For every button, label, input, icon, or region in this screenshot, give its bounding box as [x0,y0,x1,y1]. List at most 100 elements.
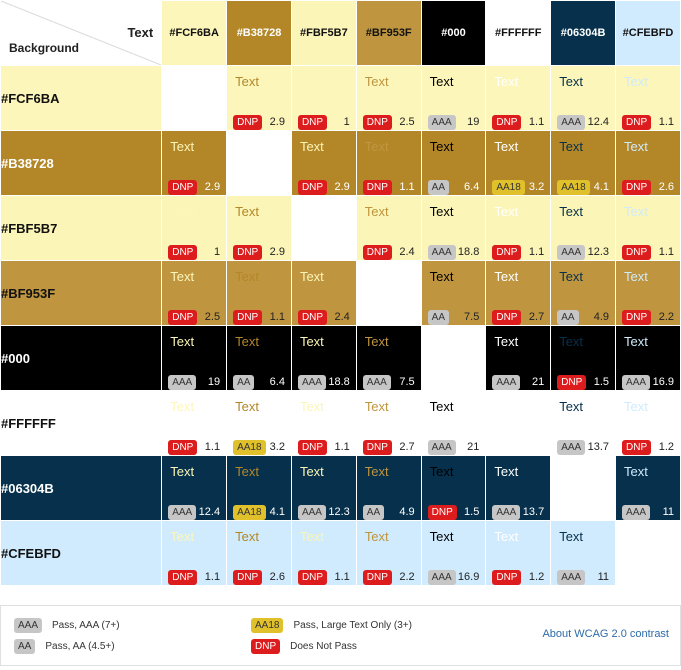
rating-badge: DNP [492,245,522,260]
rating-badge: DNP [168,245,198,260]
rating-badge: AAA [557,570,586,585]
sample-text: Text [170,204,195,219]
background-axis-label: Background [9,41,80,55]
rating-badge: DNP [492,310,522,325]
row-header-bf953f: #BF953F [0,260,163,326]
rating-badge: AAA [557,115,586,130]
contrast-ratio: 12.4 [198,506,221,518]
rating-badge: DNP [233,245,263,260]
empty-cell [355,260,422,326]
rating-badge: DNP [168,570,198,585]
sample-text: Text [559,204,584,219]
row-header-fcf6ba: #FCF6BA [0,65,163,131]
rating-badge: DNP [297,115,328,130]
contrast-ratio: 4.9 [399,506,415,518]
rating-badge: DNP [557,375,587,390]
contrast-ratio: 2.6 [269,571,285,583]
sample-text: Text [429,269,454,284]
sample-text: Text [494,334,519,349]
sample-text: Text [235,464,259,479]
wcag-contrast-link[interactable]: About WCAG 2.0 contrast [542,628,669,640]
legend-item-aa18: AA18 Pass, Large Text Only (3+) [251,618,412,633]
column-header-ffffff: #FFFFFF [485,0,552,66]
empty-cell [161,65,228,131]
sample-text: Text [494,74,519,89]
contrast-ratio: 12.3 [328,506,350,518]
rating-badge: AA18 [233,505,266,520]
empty-cell [615,520,681,586]
rating-badge: DNP [622,310,652,325]
contrast-ratio: 1.1 [204,571,221,583]
rating-badge: AAA [427,115,456,130]
contrast-ratio: 2.2 [658,311,674,323]
rating-badge: AAA [492,375,521,390]
contrast-ratio: 11 [597,571,610,583]
rating-badge: AA18 [233,440,266,455]
rating-badge: AA [427,180,449,195]
sample-text: Text [299,399,324,414]
rating-badge: AAA [297,375,326,390]
contrast-ratio: 3.2 [528,181,545,193]
contrast-ratio: 18.8 [328,376,350,388]
rating-badge: AA [233,375,255,390]
sample-text: Text [429,204,454,219]
contrast-ratio: 2.9 [334,181,350,193]
rating-badge: DNP [362,440,392,455]
rating-badge: DNP [297,440,328,455]
sample-text: Text [429,464,454,479]
contrast-ratio: 2.9 [204,181,221,193]
sample-text: Text [364,334,389,349]
contrast-ratio: 2.9 [269,246,285,258]
legend-badge-aa: AA [14,639,36,654]
contrast-ratio: 1.2 [528,571,545,583]
sample-text: Text [429,74,454,89]
rating-badge: DNP [622,440,652,455]
rating-badge: DNP [233,570,263,585]
column-header-bf953f: #BF953F [355,0,422,66]
rating-badge: AAA [622,505,651,520]
column-header-000: #000 [420,0,487,66]
sample-text: Text [624,139,648,154]
column-header-fcf6ba: #FCF6BA [161,0,228,66]
contrast-ratio: 4.1 [593,181,610,193]
column-header-b38728: #B38728 [226,0,292,66]
contrast-ratio: 3.2 [269,441,285,453]
sample-text: Text [624,269,648,284]
rating-badge: AAA [557,245,586,260]
sample-text: Text [559,529,584,544]
rating-badge: AAA [168,505,197,520]
contrast-ratio: 1.1 [399,181,415,193]
contrast-ratio: 6.4 [464,181,480,193]
contrast-ratio: 2.7 [528,311,545,323]
sample-text: Text [494,139,519,154]
contrast-ratio: 18.8 [457,246,480,258]
rating-badge: DNP [362,115,392,130]
